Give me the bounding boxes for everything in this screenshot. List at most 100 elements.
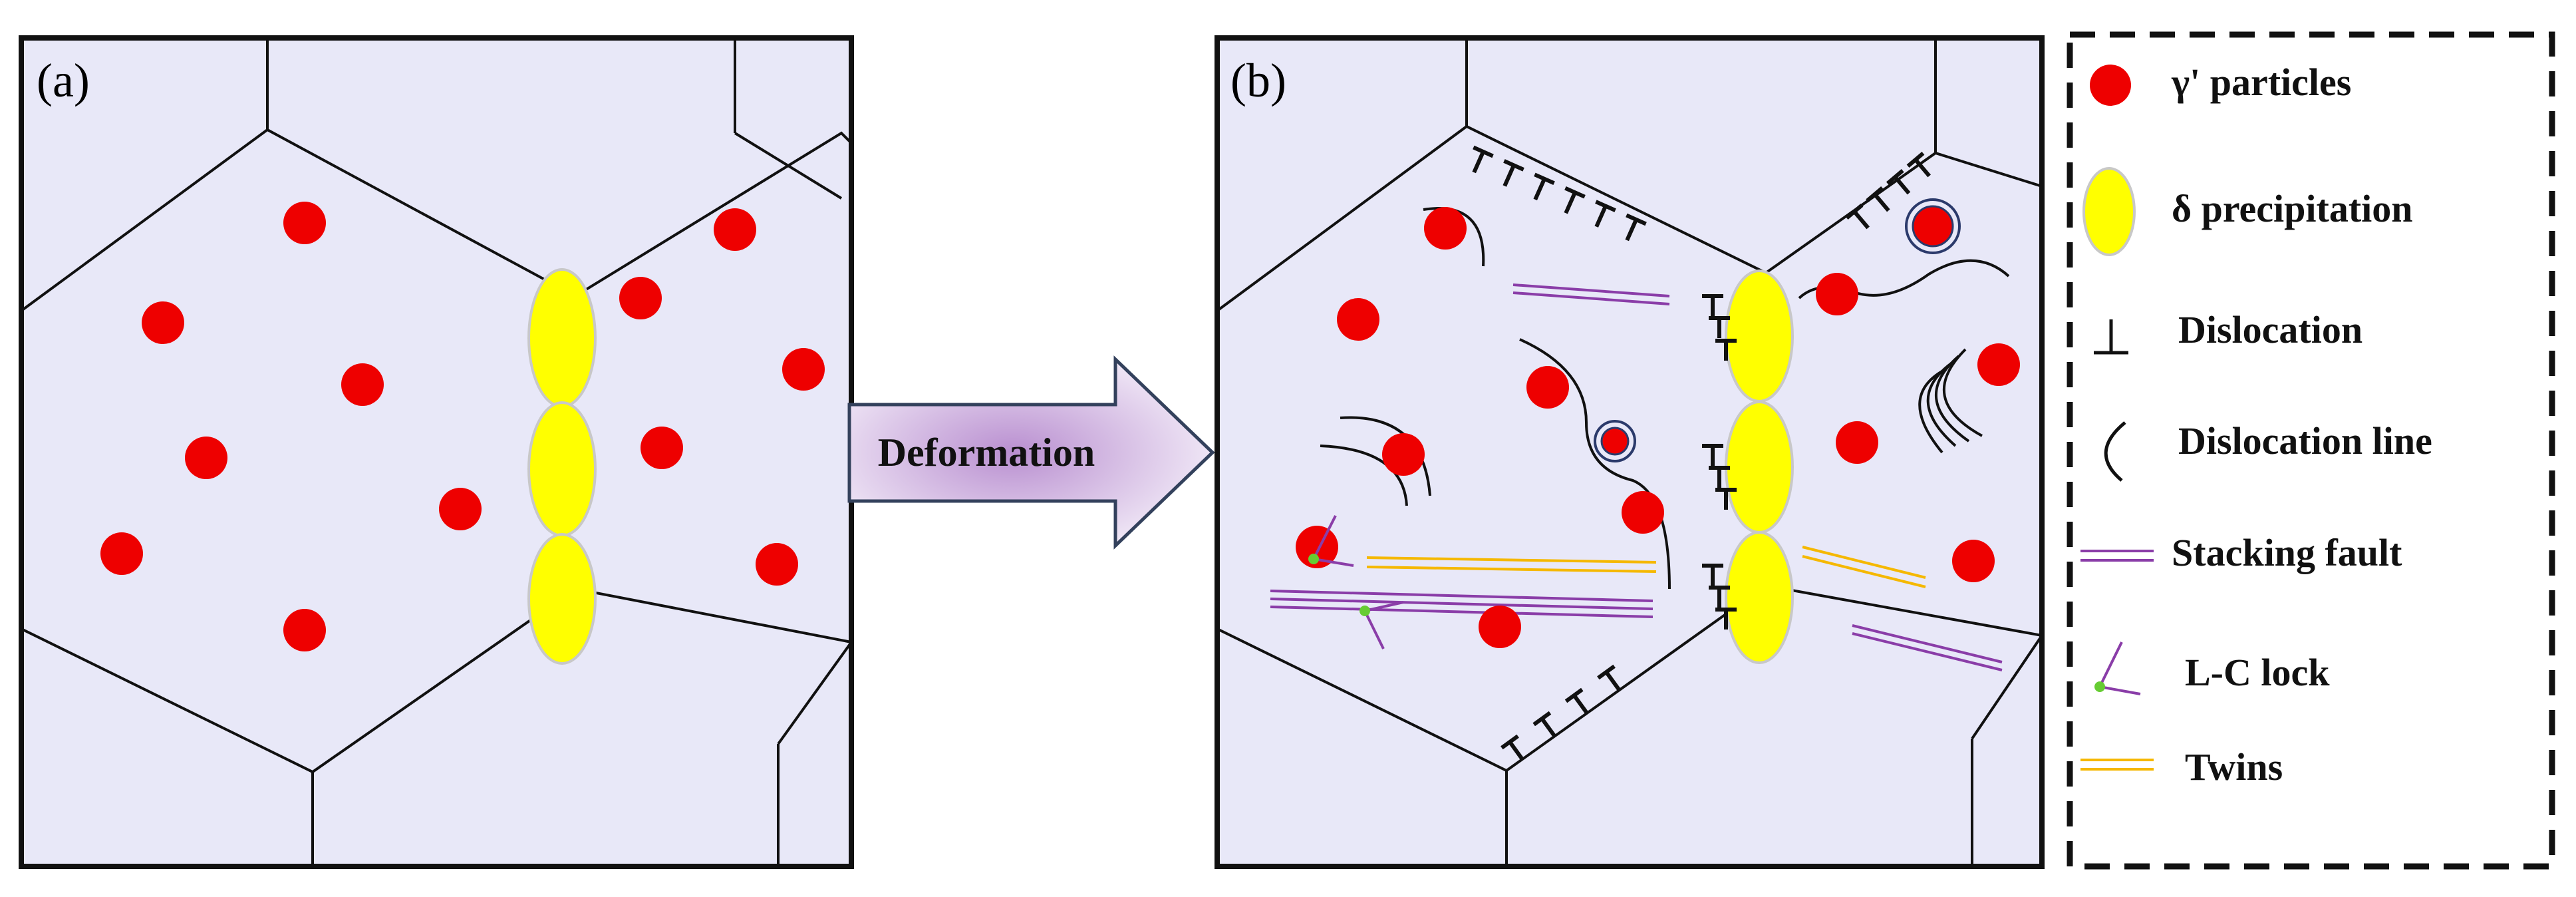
gamma-prime-particle (283, 202, 326, 244)
legend-label-twins: Twins (2185, 745, 2283, 789)
gamma-prime-particle (641, 427, 683, 469)
dislocation-line (1918, 368, 1946, 454)
dislocation-line (1320, 445, 1408, 506)
gamma-prime-particle (1952, 540, 1995, 582)
gamma-prime-particle (283, 609, 326, 651)
gamma-prime-particle (1424, 207, 1467, 250)
stacking-fault (1852, 632, 2003, 671)
deformation-arrow: Deformation (847, 355, 1215, 550)
panel-b-looped-particles (1594, 198, 1961, 462)
dislocation-symbol (1532, 711, 1556, 737)
panel-a-gamma-prime-particles (100, 202, 825, 651)
legend: γ' particles δ precipitation Dislocation… (2067, 31, 2555, 870)
panel-b-gamma-prime-particles (1296, 205, 2020, 648)
dislocation-symbol (1533, 172, 1555, 201)
panel-a: (a) (19, 35, 854, 869)
dislocation-symbol (1503, 159, 1524, 187)
gamma-prime-particle (619, 277, 662, 319)
twin (1366, 556, 1657, 564)
gamma-prime-particle (1836, 421, 1878, 464)
gamma-prime-particle (1816, 273, 1858, 315)
gamma-prime-particle (341, 363, 384, 406)
dislocation-symbol (1597, 664, 1621, 691)
legend-label-gamma-prime: γ' particles (2171, 61, 2351, 104)
gamma-prime-particle (1977, 343, 2020, 386)
dislocation-symbol (1709, 586, 1730, 608)
dislocation-symbol (1702, 564, 1723, 586)
dislocation-symbol (1715, 488, 1737, 510)
gamma-prime-particle (1296, 526, 1338, 568)
stacking-fault (1512, 283, 1670, 297)
gamma-prime-particle (185, 437, 227, 479)
panel-b-twins (1366, 546, 1926, 588)
dislocation-symbol (1866, 186, 1890, 212)
dislocation-symbol (1472, 145, 1494, 174)
panel-b: (b) (1215, 35, 2045, 869)
gamma-prime-particle (100, 532, 143, 575)
dislocation-symbol (1715, 339, 1737, 361)
stacking-fault (1852, 624, 2003, 663)
dislocation-line (1942, 348, 1983, 437)
panel-b-frame (1215, 35, 2045, 869)
yellow-ellipse-icon (2082, 167, 2136, 256)
dislocation-symbol (1702, 294, 1723, 316)
dislocation-line (1935, 355, 1970, 443)
dislocation-symbol (1501, 734, 1524, 761)
arrow-label: Deformation (878, 431, 1095, 474)
stacking-fault (1270, 606, 1653, 618)
gamma-prime-particle (439, 488, 482, 530)
stacking-fault (1512, 291, 1670, 305)
legend-label-delta: δ precipitation (2172, 187, 2413, 230)
dislocation-symbol (1594, 200, 1616, 228)
gamma-prime-particle (756, 543, 798, 586)
panel-a-background (21, 38, 851, 866)
dislocation-loop (1905, 198, 1961, 254)
panel-a-label: (a) (37, 54, 90, 107)
stacking-fault (1270, 598, 1653, 610)
lc-lock-icon (2094, 641, 2141, 695)
arrow-shape (847, 355, 1215, 550)
legend-label-dislocation: Dislocation (2178, 308, 2362, 351)
dislocation-symbol (1564, 186, 1586, 214)
dislocation-symbol (1906, 152, 1931, 178)
twin (1802, 555, 1926, 588)
gamma-prime-particle (1912, 205, 1954, 248)
delta-precipitate (1725, 531, 1794, 664)
dislocation-symbol (1709, 316, 1730, 338)
twin (1366, 566, 1657, 573)
purple-double-line-icon (2080, 550, 2154, 562)
gamma-prime-particle (1600, 427, 1630, 456)
red-circle-icon (2090, 65, 2131, 106)
delta-precipitate (1725, 269, 1794, 403)
yellow-double-line-icon (2080, 759, 2154, 771)
panel-b-lc-locks (1308, 515, 1404, 649)
stacking-fault (1270, 590, 1653, 602)
gamma-prime-particle (1382, 433, 1425, 476)
dislocation-symbol (1564, 687, 1588, 714)
legend-label-stacking-fault: Stacking fault (2172, 531, 2402, 574)
gamma-prime-particle (1526, 366, 1569, 409)
panel-b-stacking-faults (1270, 283, 2003, 671)
gamma-prime-particle (1337, 298, 1379, 341)
dislocation-symbol (1886, 169, 1911, 195)
gamma-prime-particle (782, 348, 825, 391)
dislocation-line (1926, 361, 1957, 447)
legend-frame (2067, 31, 2555, 870)
panel-b-delta-precipitates (1725, 269, 1794, 664)
legend-label-dislocation-line: Dislocation line (2178, 419, 2432, 462)
dislocation-symbol (1625, 213, 1647, 242)
delta-precipitate (527, 401, 597, 537)
gamma-prime-particle (714, 208, 756, 251)
dislocation-symbol (1709, 466, 1730, 488)
lc-lock (1360, 601, 1404, 649)
dislocation-line (1423, 207, 1485, 267)
panel-a-delta-precipitates (527, 268, 597, 665)
legend-label-lc-lock: L-C lock (2185, 651, 2330, 694)
curved-line-icon (2104, 421, 2126, 482)
gamma-prime-particle (1622, 491, 1664, 534)
gamma-prime-particle (1479, 606, 1521, 648)
panel-b-label: (b) (1230, 54, 1286, 107)
lc-lock (1308, 515, 1354, 567)
twin (1802, 546, 1926, 579)
